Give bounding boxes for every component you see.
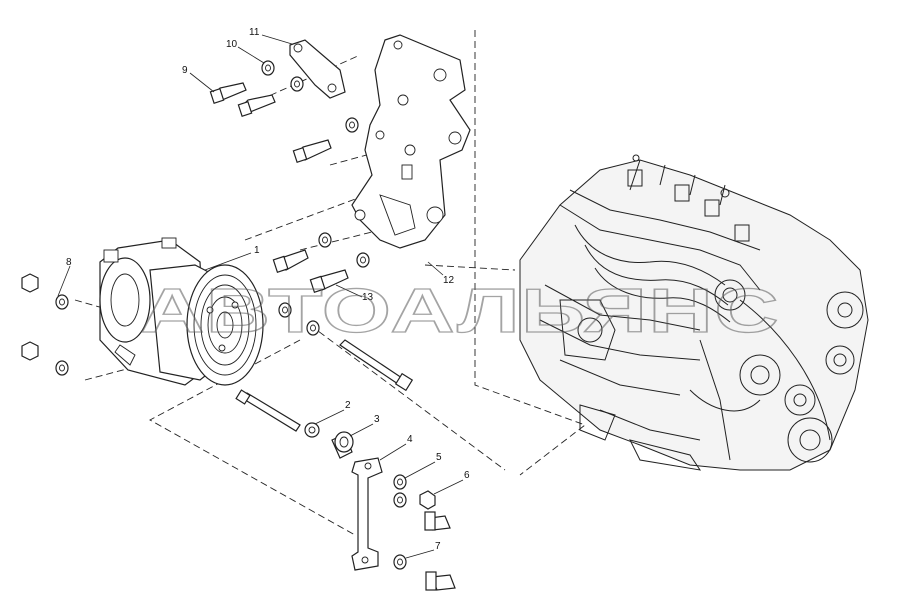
fastener-set-5-6-7: [393, 474, 456, 591]
callout-2: 2: [345, 400, 351, 411]
washer-spacer-2-3: [304, 422, 354, 459]
callout-labels: 1 2 3 4 5 6 7 8 9 10 11 12 13: [66, 27, 470, 552]
callout-3: 3: [374, 414, 380, 425]
callout-5: 5: [436, 452, 442, 463]
callout-4: 4: [407, 434, 413, 445]
callout-10: 10: [226, 39, 238, 50]
watermark-logo-text: АВТОАЛЬЯНС: [140, 277, 780, 346]
callout-1: 1: [254, 245, 260, 256]
callout-leader-lines: [57, 34, 464, 559]
callout-13: 13: [362, 292, 374, 303]
support-strap-4: [351, 457, 383, 571]
compressor-bracket: [351, 34, 471, 249]
callout-8: 8: [66, 257, 72, 268]
callout-6: 6: [464, 470, 470, 481]
mounting-plate-11: [289, 39, 346, 99]
nut-washer-set-8: [21, 273, 69, 376]
long-bolts: [235, 339, 414, 432]
callout-12: 12: [443, 275, 455, 286]
callout-7: 7: [435, 541, 441, 552]
engine-assembly: [519, 154, 869, 471]
bolt-washer-set-1-13: [272, 232, 370, 336]
callout-11: 11: [249, 27, 260, 38]
callout-9: 9: [182, 65, 188, 76]
ac-compressor: [99, 237, 264, 386]
bolt-washer-set-9-10: [209, 60, 359, 164]
